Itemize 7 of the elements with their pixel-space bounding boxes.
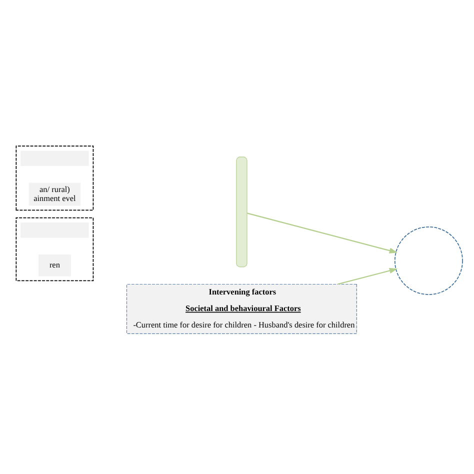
node-box: Intervening factors Societal and behavioural Factors -Current time for desire for children - Husband's desire for children bbox=[126, 283, 357, 334]
cluster bbox=[16, 145, 94, 210]
arrow bbox=[338, 267, 398, 284]
node-brace bbox=[236, 156, 248, 267]
cluster bbox=[16, 216, 94, 281]
node-circle bbox=[394, 226, 463, 294]
arrow bbox=[246, 212, 398, 253]
